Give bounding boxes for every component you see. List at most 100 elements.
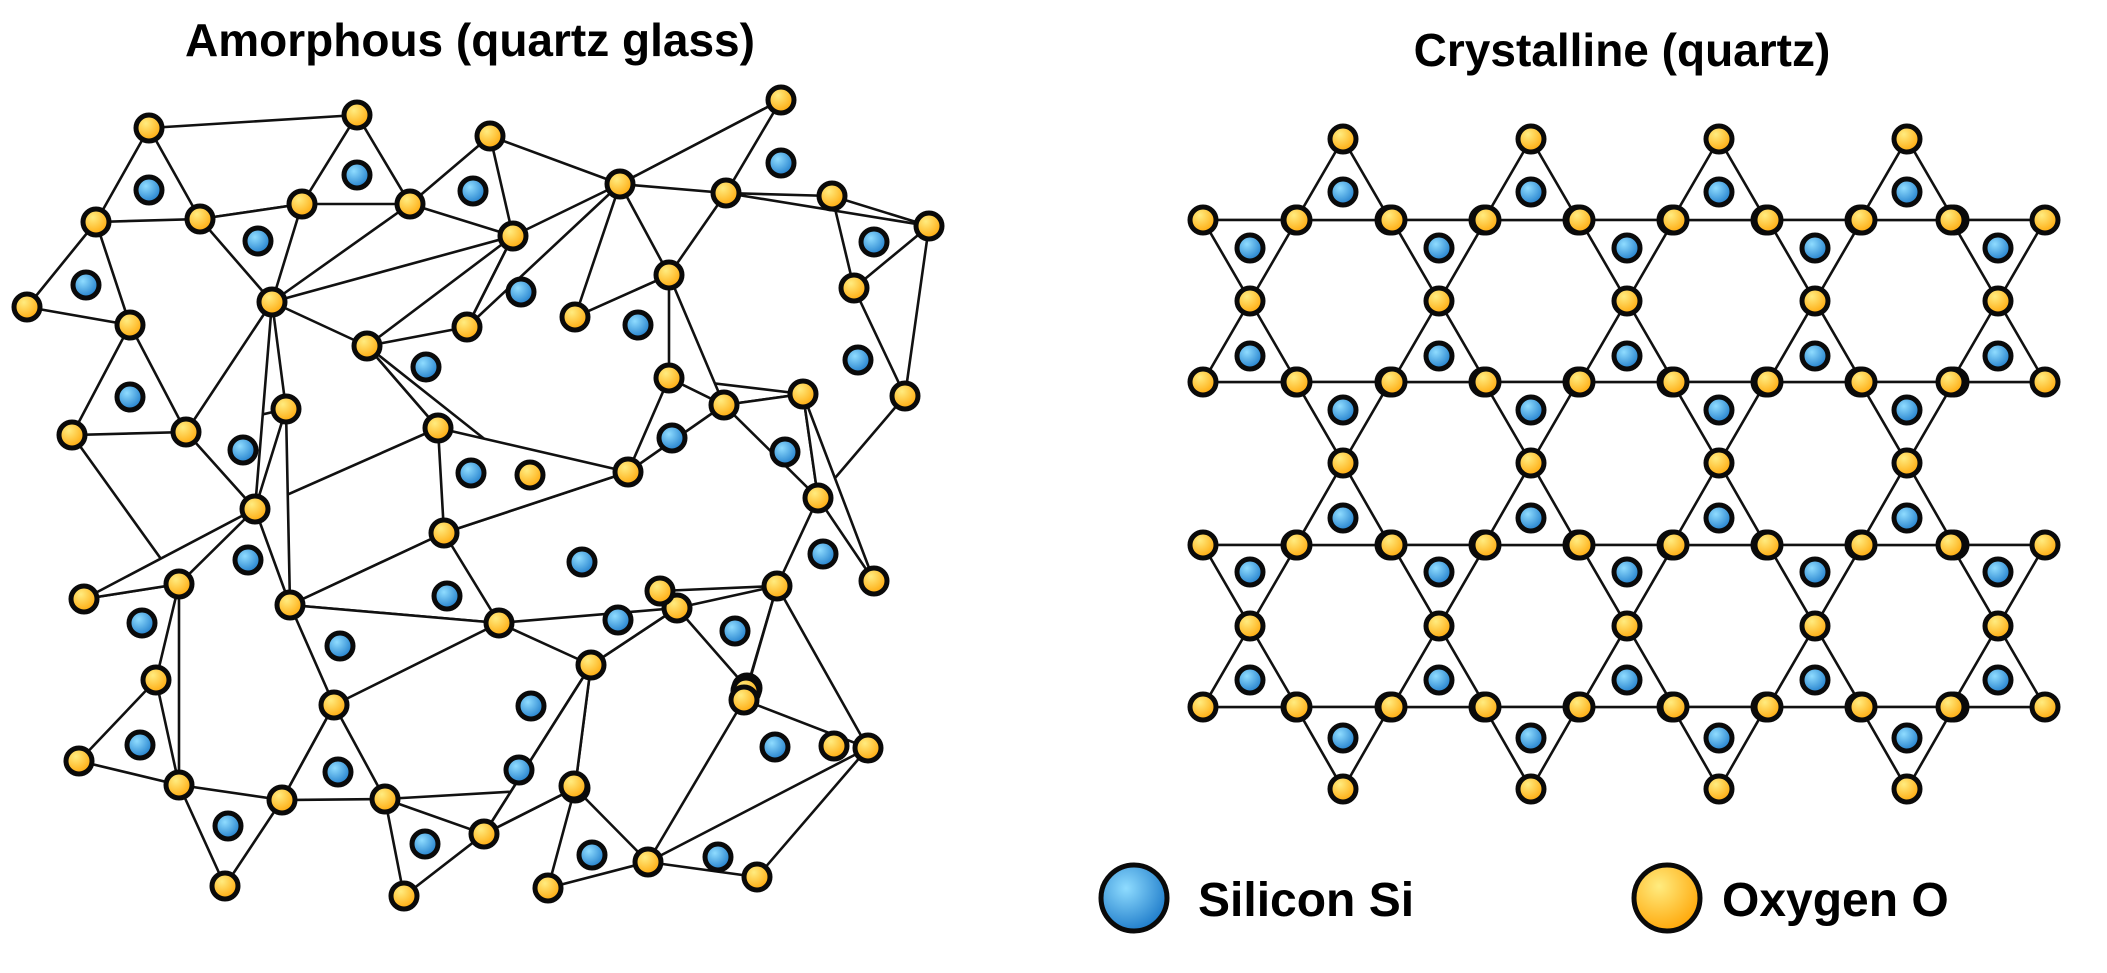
legend-oxygen-label: Oxygen O xyxy=(1722,874,1949,927)
sio4-tetrahedron xyxy=(76,677,181,787)
oxygen-atom xyxy=(341,99,373,131)
silicon-atom xyxy=(1327,394,1359,426)
silicon-atom xyxy=(1327,176,1359,208)
bond-line xyxy=(775,497,820,587)
silicon-atom xyxy=(1515,176,1547,208)
oxygen-atom xyxy=(133,112,165,144)
silicon-atom xyxy=(765,147,797,179)
sio4-tetrahedron xyxy=(643,746,869,879)
sio4-tetrahedron xyxy=(287,603,504,707)
oxygen-atom xyxy=(1376,691,1408,723)
silicon-atom xyxy=(322,756,354,788)
oxygen-atom xyxy=(858,565,890,597)
silicon-atom xyxy=(576,839,608,871)
silicon-atom xyxy=(1423,556,1455,588)
oxygen-atom xyxy=(2029,366,2061,398)
oxygen-atom xyxy=(802,482,834,514)
oxygen-atom xyxy=(1935,204,1967,236)
oxygen-atom xyxy=(239,493,271,525)
oxygen-atom xyxy=(852,732,884,764)
oxygen-atom xyxy=(787,378,819,410)
silicon-atom xyxy=(227,434,259,466)
silicon-atom xyxy=(1703,394,1735,426)
oxygen-atom xyxy=(274,589,306,621)
oxygen-atom xyxy=(1470,204,1502,236)
silicon-atom xyxy=(1891,394,1923,426)
silicon-atom xyxy=(114,381,146,413)
silicon-atom xyxy=(1703,722,1735,754)
oxygen-atom xyxy=(1935,529,1967,561)
oxygen-atom xyxy=(710,177,742,209)
silicon-atom xyxy=(505,276,537,308)
oxygen-atom xyxy=(11,291,43,323)
oxygen-atom xyxy=(351,330,383,362)
legend-silicon-label: Silicon Si xyxy=(1198,874,1414,927)
silicon-atom xyxy=(1891,722,1923,754)
amorphous-network xyxy=(11,84,945,912)
silicon-atom xyxy=(1799,556,1831,588)
oxygen-atom xyxy=(256,286,288,318)
oxygen-atom xyxy=(1187,366,1219,398)
oxygen-atom xyxy=(604,168,636,200)
oxygen-atom xyxy=(1982,285,2014,317)
silicon-atom xyxy=(1891,502,1923,534)
silicon-atom xyxy=(1234,556,1266,588)
oxygen-atom xyxy=(1846,366,1878,398)
oxygen-atom xyxy=(1752,204,1784,236)
oxygen-atom xyxy=(1327,123,1359,155)
silicon-atom xyxy=(457,175,489,207)
oxygen-atom xyxy=(388,880,420,912)
sio4-tetrahedron xyxy=(615,96,785,195)
crystalline-network xyxy=(1187,123,2061,805)
silicon-atom xyxy=(1515,722,1547,754)
oxygen-atom xyxy=(838,272,870,304)
oxygen-atom xyxy=(559,301,591,333)
silicon-atom xyxy=(1234,340,1266,372)
oxygen-atom xyxy=(1752,529,1784,561)
oxygen-atom xyxy=(451,311,483,343)
oxygen-atom xyxy=(1327,773,1359,805)
oxygen-atom xyxy=(558,770,590,802)
silicon-atom xyxy=(133,174,165,206)
oxygen-atom xyxy=(913,210,945,242)
sio4-tetrahedron xyxy=(852,222,931,401)
oxygen-atom xyxy=(1470,691,1502,723)
bond-line xyxy=(154,583,181,681)
oxygen-atom xyxy=(468,818,500,850)
oxygen-atom xyxy=(644,575,676,607)
silicon-atom xyxy=(1515,502,1547,534)
oxygen-atom xyxy=(184,203,216,235)
oxygen-atom xyxy=(1515,447,1547,479)
silicon-atom xyxy=(409,828,441,860)
silicon-atom xyxy=(1611,664,1643,696)
oxygen-atom xyxy=(1376,529,1408,561)
oxygen-atom xyxy=(497,220,529,252)
silicon-atom xyxy=(1611,340,1643,372)
oxygen-atom xyxy=(1515,123,1547,155)
silicon-atom xyxy=(431,580,463,612)
oxygen-atom xyxy=(1891,447,1923,479)
oxygen-atom xyxy=(889,380,921,412)
silicon-atom xyxy=(1515,394,1547,426)
sio4-tetrahedron xyxy=(83,507,256,601)
sio4-tetrahedron xyxy=(184,301,274,513)
oxygen-atom xyxy=(1515,773,1547,805)
silicon-atom xyxy=(1327,722,1359,754)
oxygen-atom xyxy=(653,362,685,394)
silicon-atom xyxy=(769,436,801,468)
oxygen-atom xyxy=(1564,204,1596,236)
silicon-atom xyxy=(566,546,598,578)
oxygen-atom xyxy=(1752,366,1784,398)
oxygen-atom xyxy=(1564,691,1596,723)
oxygen-atom xyxy=(80,206,112,238)
bond-line xyxy=(489,134,621,186)
oxygen-atom xyxy=(1752,691,1784,723)
silicon-atom xyxy=(1891,176,1923,208)
silicon-atom xyxy=(1799,232,1831,264)
sio4-tetrahedron xyxy=(546,785,651,890)
oxygen-atom xyxy=(1281,204,1313,236)
oxygen-atom xyxy=(761,570,793,602)
silicon-atom xyxy=(1423,232,1455,264)
oxygen-atom xyxy=(653,259,685,291)
